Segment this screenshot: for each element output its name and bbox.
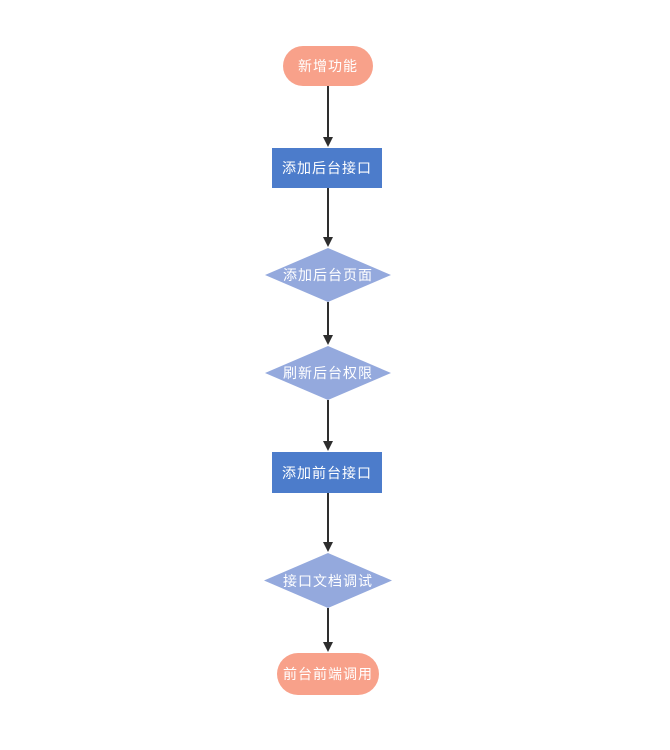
connector-arrow-2 (322, 188, 334, 247)
arrow-line (327, 608, 329, 642)
connector-arrow-6 (322, 608, 334, 652)
arrow-line (327, 86, 329, 137)
arrow-line (327, 188, 329, 237)
flow-node-refresh-backend-permissions: 刷新后台权限 (265, 346, 391, 400)
node-label: 接口文档调试 (283, 572, 373, 589)
connector-arrow-3 (322, 302, 334, 345)
node-label: 刷新后台权限 (283, 365, 373, 381)
node-label: 添加前台接口 (282, 464, 372, 481)
arrow-head-icon (323, 642, 333, 652)
flow-node-add-backend-api: 添加后台接口 (272, 148, 382, 188)
connector-arrow-5 (322, 493, 334, 552)
node-label: 添加后台接口 (282, 160, 372, 176)
arrow-head-icon (323, 542, 333, 552)
flow-node-add-frontend-api: 添加前台接口 (272, 452, 382, 493)
arrow-head-icon (323, 137, 333, 147)
flow-node-start: 新增功能 (283, 46, 373, 86)
flow-node-frontend-call: 前台前端调用 (277, 653, 379, 695)
flow-node-add-backend-page: 添加后台页面 (265, 248, 391, 302)
node-label: 新增功能 (298, 58, 358, 74)
node-label: 前台前端调用 (283, 666, 373, 682)
arrow-head-icon (323, 335, 333, 345)
arrow-line (327, 493, 329, 542)
node-label: 添加后台页面 (283, 267, 373, 283)
arrow-line (327, 302, 329, 335)
flow-node-api-doc-debug: 接口文档调试 (264, 553, 392, 608)
connector-arrow-1 (322, 86, 334, 147)
arrow-head-icon (323, 237, 333, 247)
arrow-line (327, 400, 329, 441)
connector-arrow-4 (322, 400, 334, 451)
arrow-head-icon (323, 441, 333, 451)
